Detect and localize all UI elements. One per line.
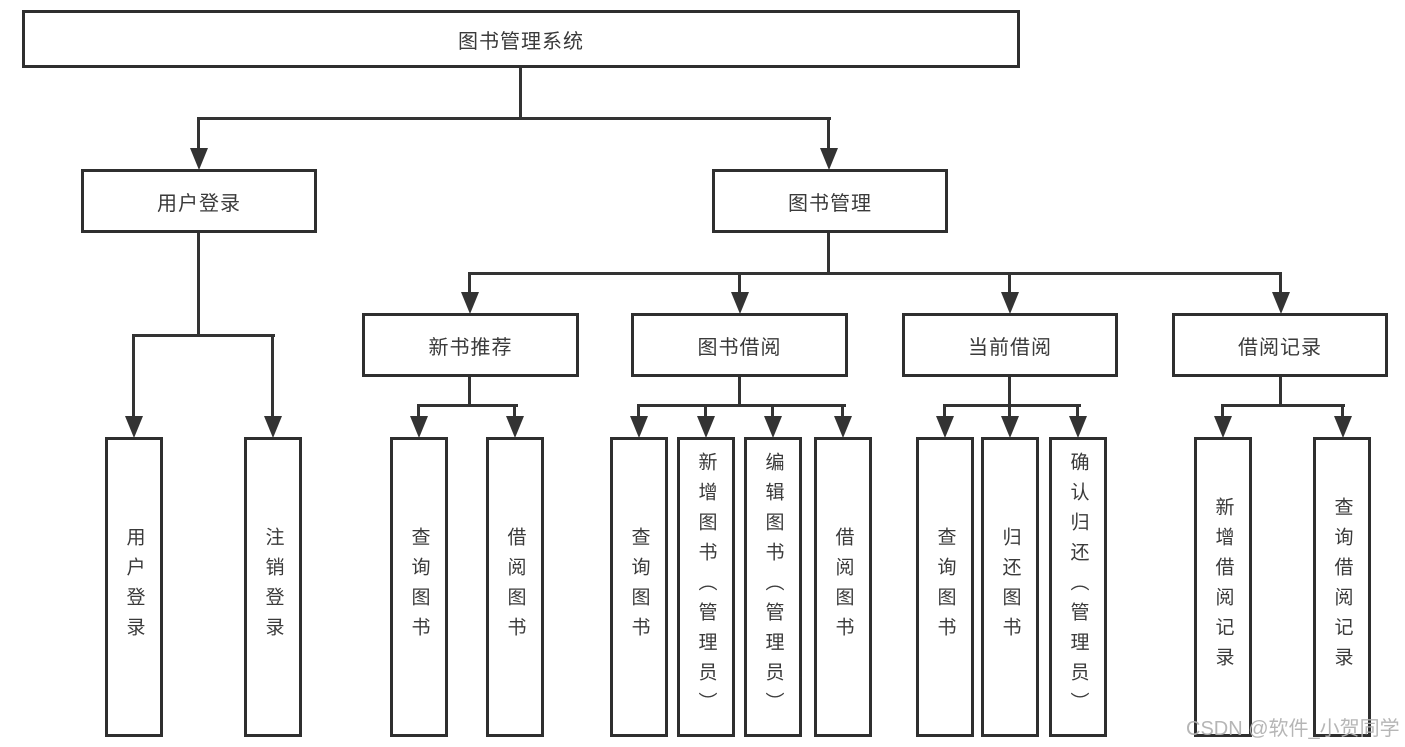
connector-line — [1076, 404, 1079, 418]
leaf-borrow-books-recommend: 借阅图书 — [486, 437, 544, 737]
connector-line — [197, 233, 200, 337]
arrowhead-down-icon — [1272, 292, 1290, 314]
leaf-query-books-borrowing: 查询图书 — [610, 437, 668, 737]
arrowhead-down-icon — [1334, 416, 1352, 438]
node-current-borrowing: 当前借阅 — [902, 313, 1118, 377]
connector-line — [468, 272, 1282, 275]
arrowhead-down-icon — [461, 292, 479, 314]
connector-line — [1279, 272, 1282, 295]
arrowhead-down-icon — [1001, 416, 1019, 438]
node-label: 查询图书 — [408, 527, 430, 647]
leaf-query-borrow-record: 查询借阅记录 — [1313, 437, 1371, 737]
node-label: 借阅图书 — [832, 527, 854, 647]
node-user-login-branch: 用户登录 — [81, 169, 317, 233]
node-label: 图书管理系统 — [458, 30, 584, 53]
arrowhead-down-icon — [125, 416, 143, 438]
node-label: 查询图书 — [628, 527, 650, 647]
connector-line — [132, 334, 275, 337]
arrowhead-down-icon — [264, 416, 282, 438]
connector-line — [513, 404, 516, 418]
connector-line — [1221, 404, 1224, 418]
leaf-logout: 注销登录 — [244, 437, 302, 737]
leaf-query-books-current: 查询图书 — [916, 437, 974, 737]
connector-line — [738, 377, 741, 407]
node-borrowing-records: 借阅记录 — [1172, 313, 1388, 377]
connector-line — [197, 117, 831, 120]
connector-line — [1221, 404, 1345, 407]
connector-line — [827, 117, 830, 151]
connector-line — [271, 334, 274, 418]
node-label: 确认归还（管理员） — [1067, 452, 1089, 722]
node-label: 图书借阅 — [697, 336, 782, 359]
connector-line — [468, 272, 471, 295]
connector-line — [1008, 377, 1011, 407]
node-label: 借阅图书 — [504, 527, 526, 647]
connector-line — [637, 404, 640, 418]
connector-line — [943, 404, 1081, 407]
node-book-borrowing: 图书借阅 — [631, 313, 848, 377]
node-label: 新书推荐 — [428, 336, 513, 359]
leaf-add-books-admin: 新增图书（管理员） — [677, 437, 735, 737]
connector-line — [738, 272, 741, 295]
connector-line — [1279, 377, 1282, 407]
arrowhead-down-icon — [764, 416, 782, 438]
arrowhead-down-icon — [936, 416, 954, 438]
connector-line — [468, 377, 471, 407]
connector-line — [841, 404, 844, 418]
connector-line — [637, 404, 846, 407]
connector-line — [1008, 272, 1011, 295]
watermark: CSDN @软件_小贺同学 — [1186, 718, 1400, 740]
node-label: 新增图书（管理员） — [695, 452, 717, 722]
connector-line — [519, 68, 522, 120]
node-label: 图书管理 — [788, 192, 872, 215]
connector-line — [1341, 404, 1344, 418]
node-label: 借阅记录 — [1238, 336, 1322, 359]
leaf-add-borrow-record: 新增借阅记录 — [1194, 437, 1252, 737]
arrowhead-down-icon — [1069, 416, 1087, 438]
arrowhead-down-icon — [834, 416, 852, 438]
node-label: 归还图书 — [999, 527, 1021, 647]
arrowhead-down-icon — [1214, 416, 1232, 438]
leaf-confirm-return-admin: 确认归还（管理员） — [1049, 437, 1107, 737]
arrowhead-down-icon — [190, 148, 208, 170]
node-new-book-recommend: 新书推荐 — [362, 313, 579, 377]
node-label: 用户登录 — [123, 527, 145, 647]
connector-line — [1008, 404, 1011, 418]
connector-line — [827, 233, 830, 275]
connector-line — [771, 404, 774, 418]
leaf-borrow-books: 借阅图书 — [814, 437, 872, 737]
node-label: 用户登录 — [157, 192, 241, 215]
arrowhead-down-icon — [410, 416, 428, 438]
arrowhead-down-icon — [820, 148, 838, 170]
arrowhead-down-icon — [506, 416, 524, 438]
connector-line — [132, 334, 135, 418]
node-label: 当前借阅 — [968, 336, 1052, 359]
node-book-management-branch: 图书管理 — [712, 169, 948, 233]
leaf-edit-books-admin: 编辑图书（管理员） — [744, 437, 802, 737]
connector-line — [197, 117, 200, 151]
leaf-query-books-recommend: 查询图书 — [390, 437, 448, 737]
node-label: 查询借阅记录 — [1331, 497, 1353, 677]
arrowhead-down-icon — [731, 292, 749, 314]
leaf-return-books: 归还图书 — [981, 437, 1039, 737]
node-label: 新增借阅记录 — [1212, 497, 1234, 677]
arrowhead-down-icon — [1001, 292, 1019, 314]
connector-line — [417, 404, 518, 407]
node-label: 编辑图书（管理员） — [762, 452, 784, 722]
node-label: 查询图书 — [934, 527, 956, 647]
connector-line — [417, 404, 420, 418]
connector-line — [704, 404, 707, 418]
connector-line — [943, 404, 946, 418]
arrowhead-down-icon — [630, 416, 648, 438]
node-library-management-system: 图书管理系统 — [22, 10, 1020, 68]
leaf-user-login: 用户登录 — [105, 437, 163, 737]
node-label: 注销登录 — [262, 527, 284, 647]
arrowhead-down-icon — [697, 416, 715, 438]
